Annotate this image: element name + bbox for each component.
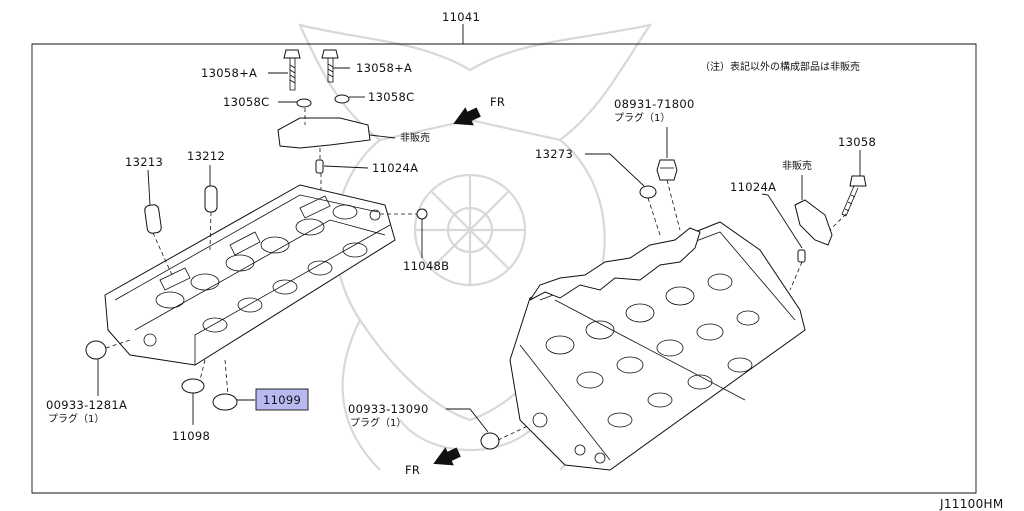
fr-arrow-top: FR xyxy=(453,95,505,126)
right-cylinder-head xyxy=(509,221,806,471)
note-text: （注）表記以外の構成部品は非販売 xyxy=(700,60,860,73)
label-13058c-left[interactable]: 13058C xyxy=(223,95,269,109)
fr-arrow-bottom: FR xyxy=(405,447,461,477)
footer-code: J11100HM xyxy=(939,497,1004,511)
highlight-11099[interactable]: 11099 xyxy=(255,388,309,411)
label-11024a-right[interactable]: 11024A xyxy=(730,180,776,194)
label-11024a-top[interactable]: 11024A xyxy=(372,161,418,175)
left-cylinder-head xyxy=(104,184,396,366)
dowel-11048b[interactable] xyxy=(416,208,428,220)
right-leaders xyxy=(446,127,861,441)
label-00933-1281a-sub: プラグ（1） xyxy=(48,412,104,425)
label-11048b[interactable]: 11048B xyxy=(403,259,449,273)
gasket-13273[interactable] xyxy=(639,185,657,199)
washer-13058c-right[interactable] xyxy=(334,94,350,104)
bolt-13058a-right[interactable] xyxy=(321,49,339,83)
plug-08931-71800[interactable] xyxy=(656,159,678,181)
left-leaders xyxy=(97,67,423,425)
plug-00933-13090[interactable] xyxy=(480,432,500,450)
diagram-frame xyxy=(31,43,977,494)
pin-11024a-top[interactable] xyxy=(315,159,324,174)
main-part-number[interactable]: 11041 xyxy=(442,10,480,24)
guide-13213[interactable] xyxy=(144,204,162,234)
label-13058a-left[interactable]: 13058+A xyxy=(201,66,257,80)
cap-not-sold-top[interactable] xyxy=(277,117,371,149)
fr-label-top: FR xyxy=(490,95,505,109)
label-08931-71800[interactable]: 08931-71800 xyxy=(614,97,695,111)
guide-13212[interactable] xyxy=(204,185,218,213)
seal-11099-part[interactable] xyxy=(212,393,238,411)
label-not-sold-right: 非販売 xyxy=(782,159,812,172)
bolt-13058[interactable] xyxy=(841,175,867,217)
washer-13058c-left[interactable] xyxy=(296,98,312,108)
label-00933-1281a[interactable]: 00933-1281A xyxy=(46,398,127,412)
label-08931-71800-sub: プラグ（1） xyxy=(614,111,670,124)
label-not-sold-top: 非販売 xyxy=(400,131,430,144)
plug-00933-1281a[interactable] xyxy=(85,340,107,360)
fr-label-bottom: FR xyxy=(405,463,420,477)
pin-11024a-right[interactable] xyxy=(797,249,806,263)
label-00933-13090-sub: プラグ（1） xyxy=(350,416,406,429)
label-11099[interactable]: 11099 xyxy=(263,393,301,407)
seal-11098[interactable] xyxy=(181,378,205,394)
cap-not-sold-right[interactable] xyxy=(794,199,833,246)
bolt-13058a-left[interactable] xyxy=(283,49,301,91)
label-13212[interactable]: 13212 xyxy=(187,149,225,163)
label-13058a-right[interactable]: 13058+A xyxy=(356,61,412,75)
label-11098[interactable]: 11098 xyxy=(172,429,210,443)
label-13058c-right[interactable]: 13058C xyxy=(368,90,414,104)
label-00933-13090[interactable]: 00933-13090 xyxy=(348,402,429,416)
label-13058[interactable]: 13058 xyxy=(838,135,876,149)
label-13273[interactable]: 13273 xyxy=(535,147,573,161)
label-13213[interactable]: 13213 xyxy=(125,155,163,169)
